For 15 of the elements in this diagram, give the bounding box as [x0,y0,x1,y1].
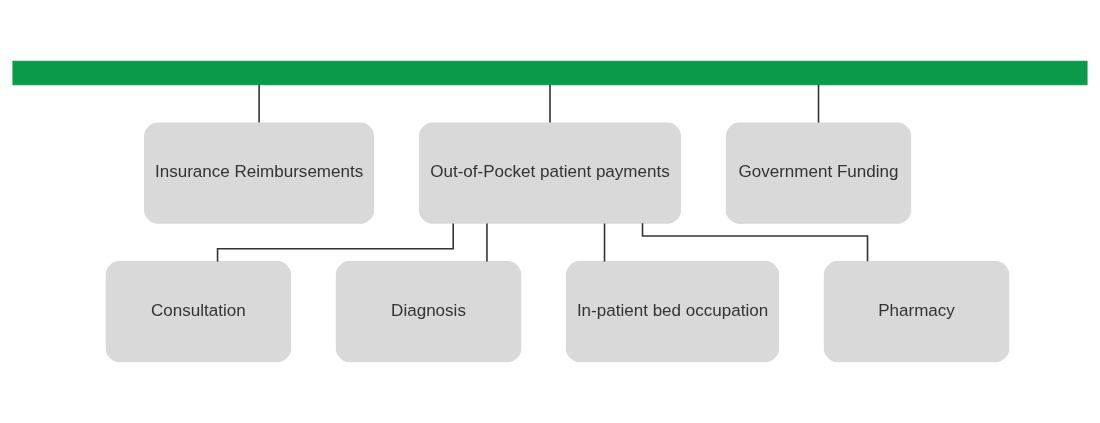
connector [258,84,260,124]
connector [603,222,606,263]
node-bar [12,60,1088,86]
connector [817,84,820,124]
node-box: Insurance Reimbursements [144,122,375,224]
connector [216,222,455,263]
node-box: Government Funding [725,122,912,224]
node-box: Consultation [105,261,292,363]
node-box: In-patient bed occupation [566,261,780,363]
node-box: Out-of-Pocket patient payments [418,122,682,224]
connector [549,84,551,124]
node-box: Pharmacy [823,261,1010,363]
node-box: Diagnosis [335,261,522,363]
connector [641,222,869,262]
connector [486,222,488,263]
